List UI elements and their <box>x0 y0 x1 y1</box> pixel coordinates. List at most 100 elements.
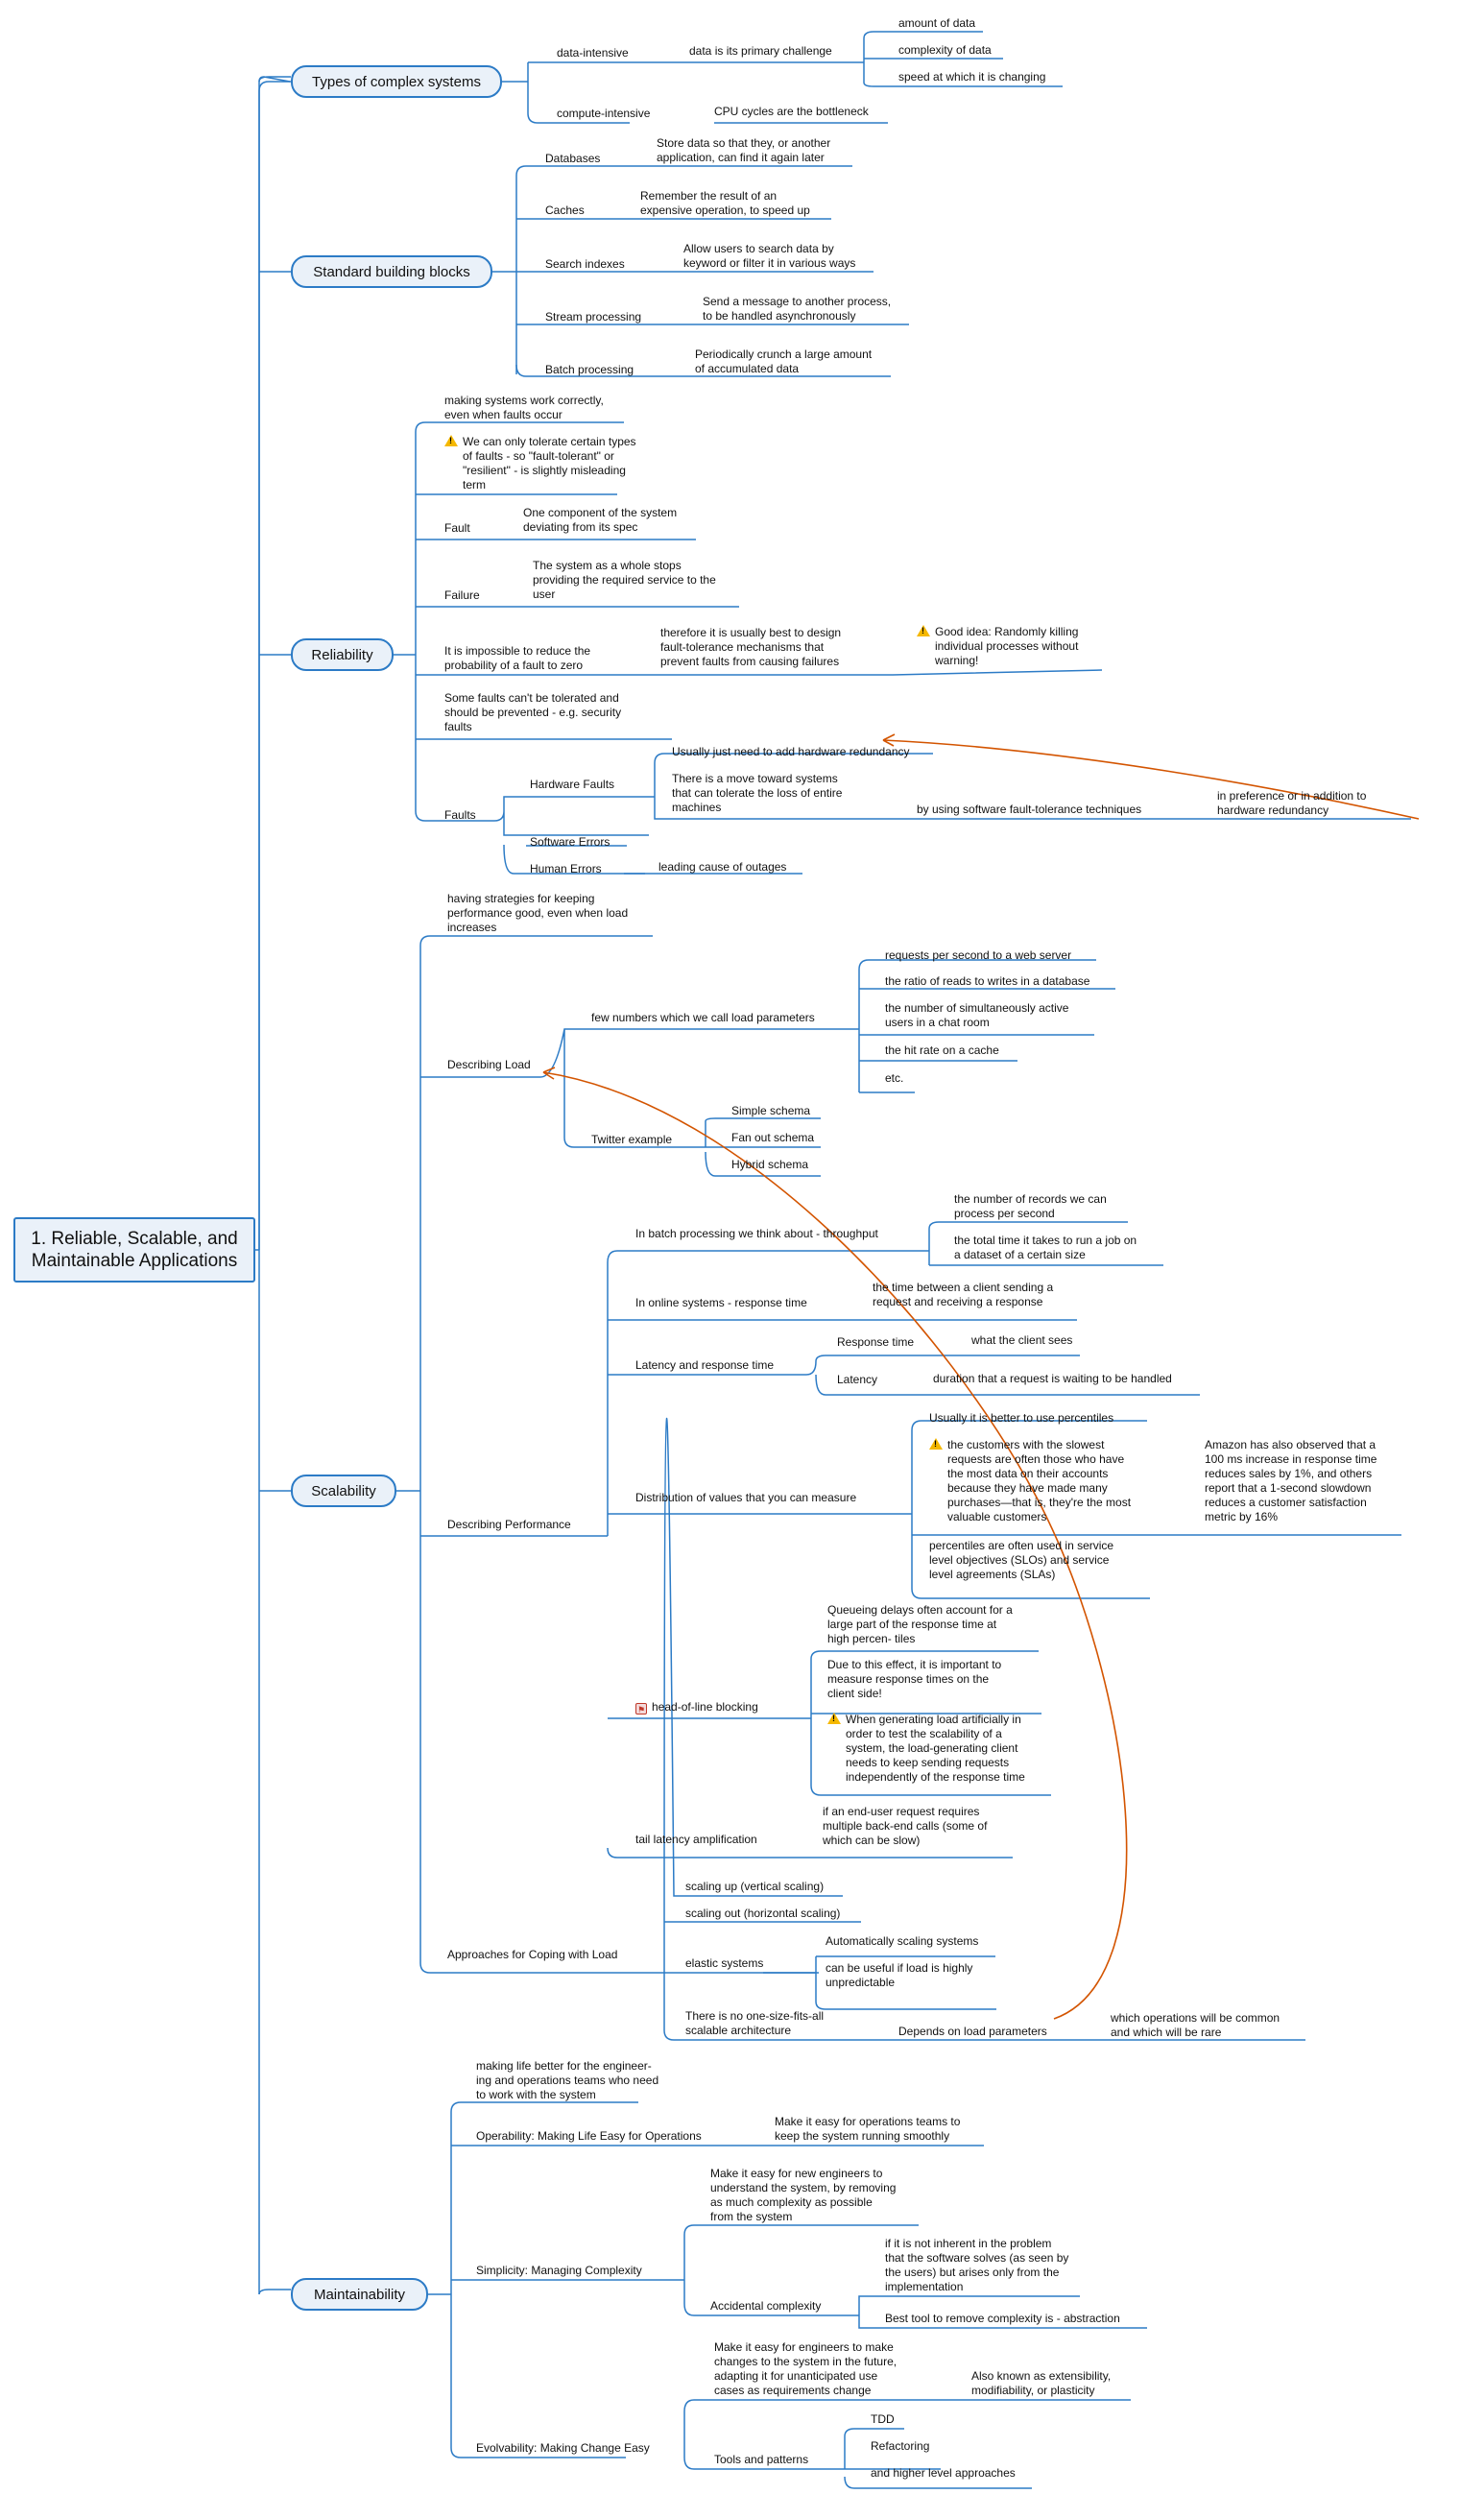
label-tolerate-faults[interactable]: We can only tolerate certain types of fa… <box>443 435 636 492</box>
node-standard-building-blocks[interactable]: Standard building blocks <box>291 255 492 288</box>
label-hit-rate[interactable]: the hit rate on a cache <box>885 1043 999 1057</box>
label-evolvability-desc[interactable]: Make it easy for engineers to make chang… <box>714 2340 898 2397</box>
node-types-of-complex-systems[interactable]: Types of complex systems <box>291 65 502 98</box>
label-auto-scaling[interactable]: Automatically scaling systems <box>826 1934 979 1948</box>
label-slowest[interactable]: the customers with the slowest requests … <box>927 1438 1131 1524</box>
label-batch-throughput[interactable]: In batch processing we think about - thr… <box>635 1227 878 1240</box>
label-search-indexes[interactable]: Search indexes <box>545 257 625 271</box>
label-etc[interactable]: etc. <box>885 1071 904 1085</box>
label-client-sees[interactable]: what the client sees <box>971 1333 1073 1347</box>
label-complexity-of-data[interactable]: complexity of data <box>898 43 992 57</box>
label-databases-desc[interactable]: Store data so that they, or another appl… <box>657 136 831 164</box>
label-hybrid-schema[interactable]: Hybrid schema <box>731 1158 809 1171</box>
label-failure-desc[interactable]: The system as a whole stops providing th… <box>533 559 716 601</box>
label-scale-up[interactable]: scaling up (vertical scaling) <box>685 1880 825 1893</box>
label-hardware-redundancy[interactable]: Usually just need to add hardware redund… <box>672 745 910 758</box>
label-rps[interactable]: requests per second to a web server <box>885 948 1072 962</box>
label-tail-latency[interactable]: tail latency amplification <box>635 1833 757 1846</box>
label-refactoring[interactable]: Refactoring <box>871 2439 930 2453</box>
label-active-users[interactable]: the number of simultaneously active user… <box>885 1001 1069 1029</box>
label-generating[interactable]: When generating load artificially in ord… <box>826 1713 1025 1785</box>
label-impossible[interactable]: It is impossible to reduce the probabili… <box>444 644 591 672</box>
label-good-idea[interactable]: Good idea: Randomly killing individual p… <box>915 625 1078 668</box>
label-reliability-def[interactable]: making systems work correctly, even when… <box>444 394 604 421</box>
label-caches[interactable]: Caches <box>545 204 585 217</box>
label-software-techniques[interactable]: by using software fault-tolerance techni… <box>917 803 1142 816</box>
label-stream-desc[interactable]: Send a message to another process, to be… <box>703 295 892 323</box>
label-latency[interactable]: Latency <box>837 1373 878 1386</box>
label-batch-desc[interactable]: Periodically crunch a large amount of ac… <box>695 348 873 375</box>
label-accidental[interactable]: Accidental complexity <box>710 2299 822 2313</box>
label-amazon[interactable]: Amazon has also observed that a 100 ms i… <box>1205 1438 1377 1523</box>
label-operability-desc[interactable]: Make it easy for operations teams to kee… <box>775 2115 961 2143</box>
label-primary-challenge[interactable]: data is its primary challenge <box>689 44 832 58</box>
label-describing-load[interactable]: Describing Load <box>447 1058 531 1071</box>
label-twitter-example[interactable]: Twitter example <box>591 1133 673 1146</box>
label-slo[interactable]: percentiles are often used in service le… <box>929 1539 1114 1581</box>
label-tdd[interactable]: TDD <box>871 2412 895 2426</box>
label-compute-intensive[interactable]: compute-intensive <box>557 107 651 120</box>
label-move-toward[interactable]: There is a move toward systems that can … <box>672 772 843 814</box>
label-simplicity-desc[interactable]: Make it easy for new engineers to unders… <box>710 2167 897 2223</box>
label-fanout-schema[interactable]: Fan out schema <box>731 1131 815 1144</box>
label-unpredictable[interactable]: can be useful if load is highly unpredic… <box>826 1961 973 1989</box>
label-operability[interactable]: Operability: Making Life Easy for Operat… <box>476 2129 702 2143</box>
label-online-response[interactable]: In online systems - response time <box>635 1296 807 1309</box>
label-maintainability-def[interactable]: making life better for the engineer- ing… <box>476 2059 659 2101</box>
label-software-errors[interactable]: Software Errors <box>530 835 610 849</box>
label-caches-desc[interactable]: Remember the result of an expensive oper… <box>640 189 810 217</box>
label-due-to[interactable]: Due to this effect, it is important to m… <box>827 1658 1002 1700</box>
label-scale-out[interactable]: scaling out (horizontal scaling) <box>685 1906 841 1920</box>
label-therefore[interactable]: therefore it is usually best to design f… <box>660 626 842 668</box>
label-load-parameters[interactable]: few numbers which we call load parameter… <box>591 1011 815 1024</box>
label-stream-processing[interactable]: Stream processing <box>545 310 642 324</box>
label-higher-level[interactable]: and higher level approaches <box>871 2466 1016 2480</box>
label-describing-performance[interactable]: Describing Performance <box>447 1518 571 1531</box>
node-reliability[interactable]: Reliability <box>291 638 394 671</box>
label-evolvability[interactable]: Evolvability: Making Change Easy <box>476 2441 650 2455</box>
label-fault[interactable]: Fault <box>444 521 470 535</box>
label-waiting[interactable]: duration that a request is waiting to be… <box>933 1372 1172 1385</box>
label-records[interactable]: the number of records we can process per… <box>954 1192 1107 1220</box>
label-hardware-faults[interactable]: Hardware Faults <box>530 778 615 791</box>
label-scalability-def[interactable]: having strategies for keeping performanc… <box>447 892 629 934</box>
label-response-time[interactable]: Response time <box>837 1335 915 1349</box>
label-distribution[interactable]: Distribution of values that you can meas… <box>635 1491 857 1504</box>
label-batch-processing[interactable]: Batch processing <box>545 363 634 376</box>
label-simple-schema[interactable]: Simple schema <box>731 1104 811 1117</box>
label-aka[interactable]: Also known as extensibility, modifiabili… <box>971 2369 1112 2397</box>
label-percentiles[interactable]: Usually it is better to use percentiles <box>929 1411 1114 1425</box>
label-end-user[interactable]: if an end-user request requires multiple… <box>823 1805 988 1847</box>
label-latency-response[interactable]: Latency and response time <box>635 1358 775 1372</box>
label-outages[interactable]: leading cause of outages <box>658 860 787 874</box>
node-maintainability[interactable]: Maintainability <box>291 2278 428 2311</box>
label-search-desc[interactable]: Allow users to search data by keyword or… <box>683 242 856 270</box>
label-databases[interactable]: Databases <box>545 152 601 165</box>
label-fault-desc[interactable]: One component of the system deviating fr… <box>523 506 678 534</box>
label-failure[interactable]: Failure <box>444 588 480 602</box>
label-speed-of-change[interactable]: speed at which it is changing <box>898 70 1046 84</box>
label-tools[interactable]: Tools and patterns <box>714 2453 809 2466</box>
label-depends[interactable]: Depends on load parameters <box>898 2025 1047 2038</box>
label-human-errors[interactable]: Human Errors <box>530 862 602 875</box>
label-faults[interactable]: Faults <box>444 808 476 822</box>
label-hol-blocking[interactable]: ⚑head-of-line blocking <box>634 1700 758 1715</box>
label-ratio[interactable]: the ratio of reads to writes in a databa… <box>885 974 1090 988</box>
root-node[interactable]: 1. Reliable, Scalable, and Maintainable … <box>13 1217 255 1283</box>
label-cpu-bottleneck[interactable]: CPU cycles are the bottleneck <box>714 105 869 118</box>
label-amount-of-data[interactable]: amount of data <box>898 16 976 30</box>
label-queueing[interactable]: Queueing delays often account for a larg… <box>827 1603 1013 1645</box>
label-between[interactable]: the time between a client sending a requ… <box>873 1281 1054 1308</box>
label-abstraction[interactable]: Best tool to remove complexity is - abst… <box>885 2312 1120 2325</box>
label-total-time[interactable]: the total time it takes to run a job on … <box>954 1234 1137 1261</box>
node-scalability[interactable]: Scalability <box>291 1475 396 1507</box>
label-some-faults[interactable]: Some faults can't be tolerated and shoul… <box>444 691 622 733</box>
label-preference[interactable]: in preference or in addition to hardware… <box>1217 789 1367 817</box>
label-elastic[interactable]: elastic systems <box>685 1956 764 1970</box>
label-which-ops[interactable]: which operations will be common and whic… <box>1111 2011 1281 2039</box>
label-simplicity[interactable]: Simplicity: Managing Complexity <box>476 2264 642 2277</box>
label-one-size[interactable]: There is no one-size-fits-all scalable a… <box>685 2009 825 2037</box>
label-data-intensive[interactable]: data-intensive <box>557 46 629 60</box>
label-approaches[interactable]: Approaches for Coping with Load <box>447 1948 618 1961</box>
label-accidental-desc[interactable]: if it is not inherent in the problem tha… <box>885 2237 1069 2293</box>
